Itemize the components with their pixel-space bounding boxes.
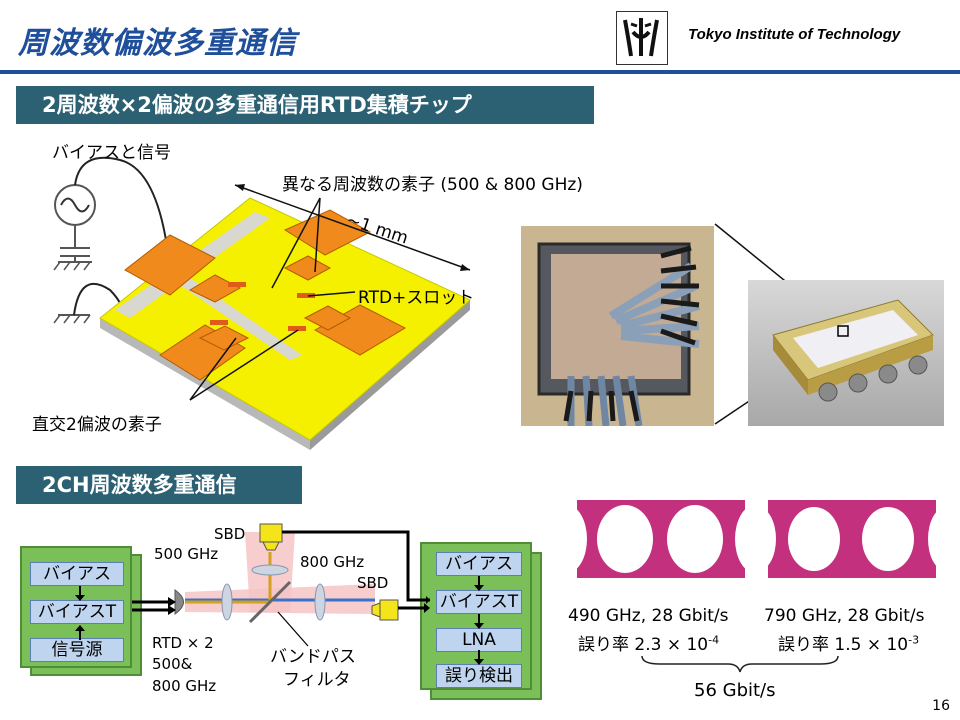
label-rtd-line1: RTD × 2 — [152, 634, 214, 652]
tx-block: バイアス バイアスT 信号源 — [20, 546, 132, 668]
rx-error-detect: 誤り検出 — [436, 664, 522, 688]
eye-ber-label-490: 誤り率 — [578, 635, 629, 655]
label-rtd-line3: 800 GHz — [152, 677, 217, 695]
eye-ber-490: 誤り率 2.3 × 10-4 — [578, 630, 719, 655]
label-500ghz: 500 GHz — [154, 545, 219, 563]
tx-bias: バイアス — [30, 562, 124, 586]
label-bias-signal: バイアスと信号 — [52, 143, 171, 163]
rx-lna: LNA — [436, 628, 522, 652]
eye-ber-exp-790: -3 — [908, 633, 920, 647]
institute-name: Tokyo Institute of Technology — [688, 26, 901, 43]
total-rate: 56 Gbit/s — [694, 680, 776, 701]
eye-ber-exp-490: -4 — [708, 633, 720, 647]
rtd-chip-diagram — [53, 156, 471, 450]
eye-ber-mantissa-490: 2.3 × 10 — [634, 635, 709, 655]
eye-diagram-490 — [577, 486, 745, 592]
pad-right-top — [283, 209, 372, 256]
eye-ber-790: 誤り率 1.5 × 10-3 — [778, 630, 919, 655]
page-number: 16 — [932, 698, 950, 714]
eye-freq-490: 490 GHz, 28 Gbit/s — [568, 606, 729, 626]
label-rtd-slot: RTD+スロット — [358, 288, 475, 308]
label-bandpass-line1: バンドパス — [270, 647, 356, 667]
slide-title: 周波数偏波多重通信 — [18, 26, 297, 61]
label-sbd-top: SBD — [214, 525, 246, 543]
optical-path-diagram — [132, 523, 430, 647]
rx-block: バイアス バイアスT LNA 誤り検出 — [420, 542, 532, 690]
section-heading-chip: 2周波数×2偏波の多重通信用RTD集積チップ — [16, 86, 594, 124]
title-rule — [0, 70, 960, 74]
label-sbd-right: SBD — [357, 574, 389, 592]
eye-ber-label-790: 誤り率 — [778, 635, 829, 655]
rx-bias: バイアス — [436, 552, 522, 576]
results-brace — [641, 655, 839, 673]
tx-signal-source: 信号源 — [30, 638, 124, 662]
section-heading-fdm: 2CH周波数多重通信 — [16, 466, 302, 504]
label-800ghz: 800 GHz — [300, 553, 365, 571]
university-logo-icon — [616, 11, 668, 65]
label-diff-freq: 異なる周波数の素子 (500 & 800 GHz) — [282, 175, 583, 195]
eye-diagram-790 — [768, 486, 936, 592]
label-orth-pol: 直交2偏波の素子 — [32, 415, 162, 435]
pad-left-top — [124, 234, 216, 296]
module-photo — [748, 280, 944, 426]
tx-bias-t: バイアスT — [30, 600, 124, 624]
label-rtd-line2: 500& — [152, 655, 193, 673]
eye-ber-mantissa-790: 1.5 × 10 — [834, 635, 909, 655]
label-bandpass-line2: フィルタ — [283, 670, 351, 690]
rx-bias-t: バイアスT — [436, 590, 522, 614]
chip-surface — [99, 197, 471, 441]
eye-freq-790: 790 GHz, 28 Gbit/s — [764, 606, 925, 626]
chip-micrograph-photo — [521, 226, 714, 426]
